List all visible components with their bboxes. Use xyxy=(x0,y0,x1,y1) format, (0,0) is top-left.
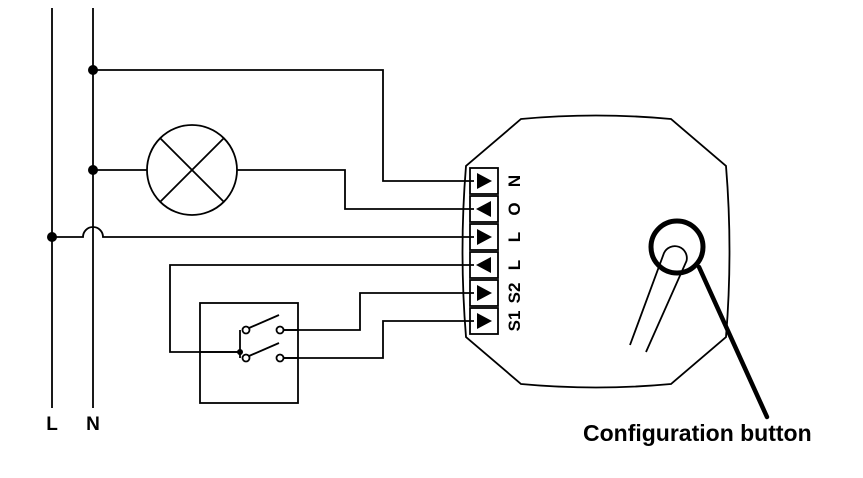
device-body xyxy=(461,114,731,389)
terminal-arrow-left-icon xyxy=(476,257,491,273)
junction-dot xyxy=(88,65,98,75)
terminal-arrow-right-icon xyxy=(477,229,492,245)
switch-to-s1-wire xyxy=(283,320,474,359)
lamp-icon xyxy=(146,124,238,216)
reset-pin-icon xyxy=(629,245,688,353)
terminal-arrow-right-icon xyxy=(477,285,492,301)
lamp-to-output-wire xyxy=(237,169,474,210)
terminal-label-s2: S2 xyxy=(505,283,524,304)
terminal-l2 xyxy=(469,251,499,279)
live-to-device-wire xyxy=(52,226,474,238)
terminal-o xyxy=(469,195,499,223)
terminal-arrow-right-icon xyxy=(477,173,492,189)
terminal-arrow-left-icon xyxy=(476,201,491,217)
terminal-l1 xyxy=(469,223,499,251)
live-to-switch-wire xyxy=(169,264,474,353)
terminal-label-l1: L xyxy=(505,232,524,242)
terminal-label-l2: L xyxy=(505,260,524,270)
live-label: L xyxy=(46,414,58,435)
junction-dot xyxy=(47,232,57,242)
annotation-label: Configuration button xyxy=(583,420,812,446)
terminal-s2 xyxy=(469,279,499,307)
terminal-arrow-right-icon xyxy=(477,313,492,329)
terminal-label-s1: S1 xyxy=(505,311,524,332)
terminal-s1 xyxy=(469,307,499,335)
switch-to-s2-wire xyxy=(283,292,474,331)
junction-dot xyxy=(88,165,98,175)
terminal-n xyxy=(469,167,499,195)
neutral-to-device-wire xyxy=(93,69,474,182)
terminal-label-o: O xyxy=(505,202,524,215)
terminal-label-n: N xyxy=(505,175,524,187)
configuration-button-icon xyxy=(629,218,706,353)
annotation-line xyxy=(696,264,770,420)
junction-dot xyxy=(237,349,243,355)
neutral-label: N xyxy=(86,414,100,435)
wall-switch-icon xyxy=(199,302,299,404)
terminal-block xyxy=(469,167,499,335)
